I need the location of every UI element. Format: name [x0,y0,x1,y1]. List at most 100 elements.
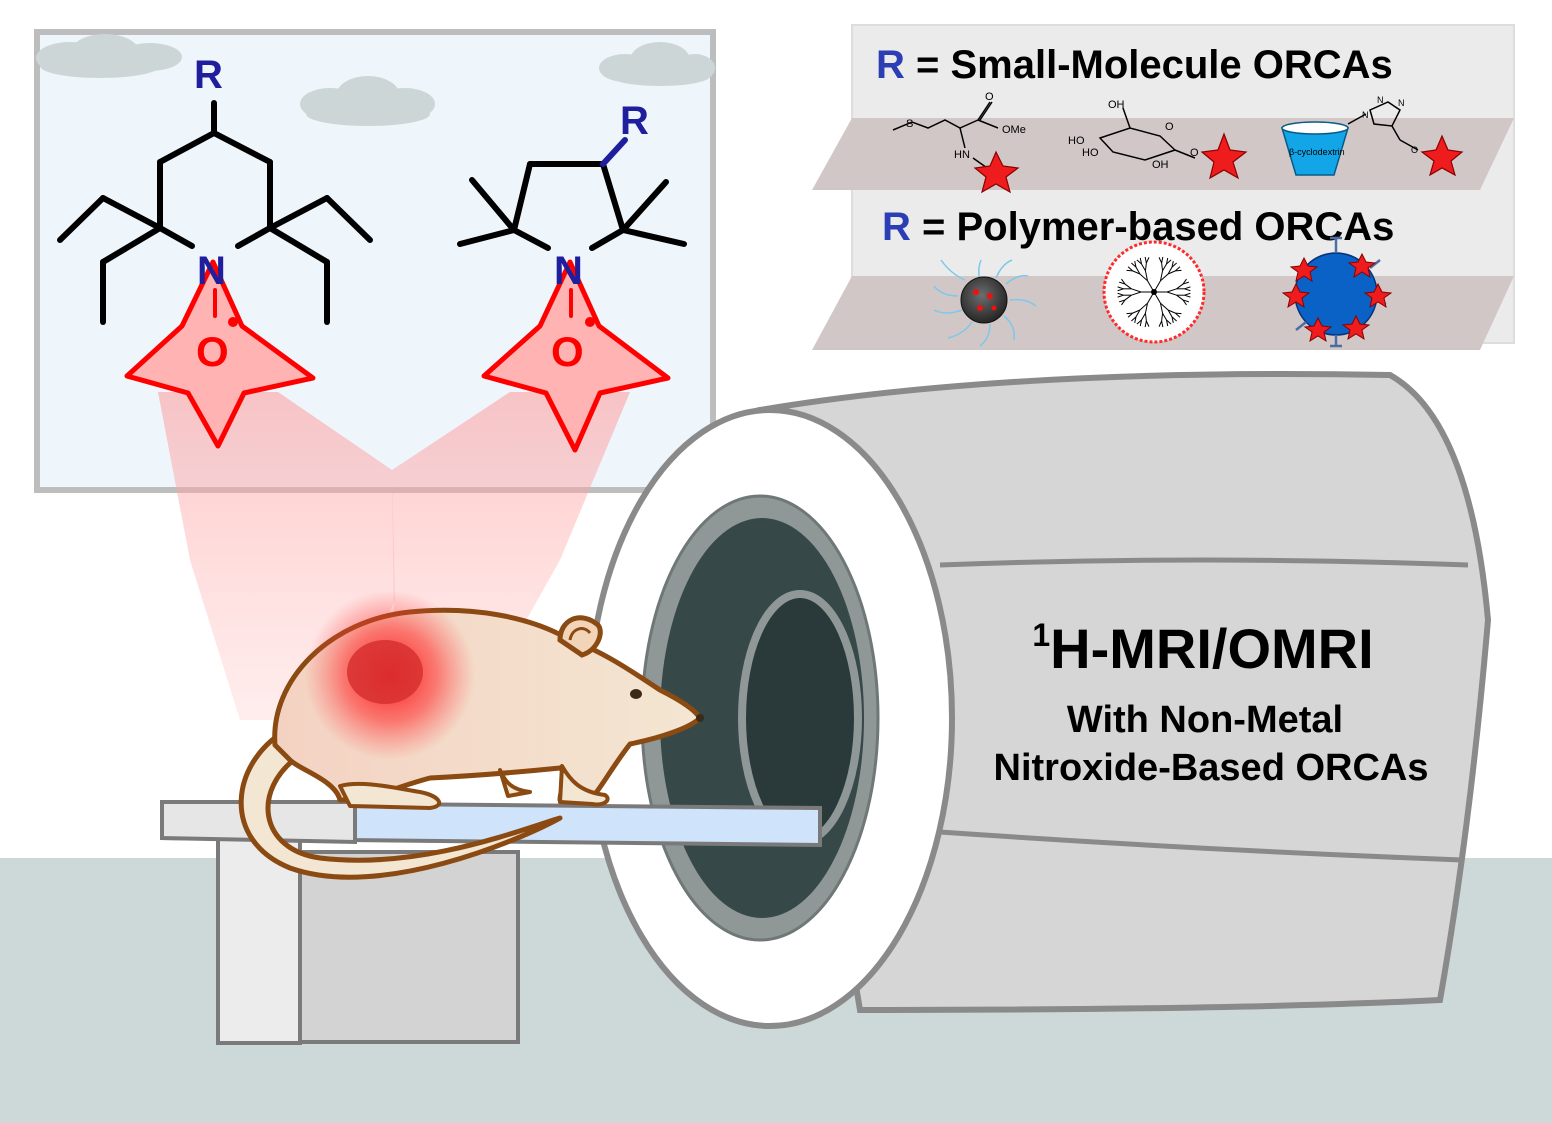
dendrimer-branch [1126,312,1133,315]
piperidine-o-label: O [196,328,229,375]
triazole-n1: N [1362,110,1369,120]
dendrimer-branch [1161,320,1164,328]
dendrimer-branch [1141,263,1146,272]
small-molecule-text: = Small-Molecule ORCAs [905,43,1393,87]
sugar-oh-top: OH [1108,99,1125,111]
sugar-o-link: O [1190,147,1199,159]
radical-dot-left [228,317,238,327]
dendrimer-branch [1160,273,1169,282]
mouse-nose [696,714,704,722]
dendrimer-branch [1145,257,1150,264]
pyrrolidine-nitroxide [457,137,687,453]
dendrimer-branch [1144,320,1147,328]
mouse [238,590,704,880]
dendrimer-branch [1158,320,1163,327]
dendrimer-branch [1167,270,1176,275]
orca-legend-panel: R = Small-Molecule ORCAs S O OMe HN OH H… [812,24,1515,350]
dendrimer-branch [1119,281,1126,285]
methionine-ome: OMe [1002,124,1026,136]
dendrimer-branch [1166,288,1177,293]
scanner-title-sup: 1 [1032,617,1050,653]
dendrimer-branch [1158,257,1163,264]
dendrimer-icon [1102,240,1206,344]
dendrimer-branch [1131,316,1137,322]
scanner-title-main: H-MRI/OMRI [1050,617,1374,680]
dendrimer-branch [1117,294,1124,298]
dendrimer-branch [1171,262,1177,268]
scanner-bore-inner [738,590,862,846]
dendrimer-branch [1121,299,1126,306]
star-small-1 [973,150,1020,194]
mouse-back-paw [498,768,532,798]
triazole-n3: N [1398,98,1405,108]
dendrimer-branch [1144,303,1148,314]
radical-dot-right [585,317,595,327]
dendrimer-branch [1117,288,1124,292]
sugar-oh-bottom: OH [1152,159,1169,171]
dendrimer-branch [1166,319,1172,325]
dendrimer-branch [1176,294,1184,301]
dendrimer-branch [1119,299,1126,303]
mouse-hind-leg [338,781,442,810]
dendrimer-branch [1139,302,1148,311]
dendrimer-branch [1167,266,1173,275]
patient-table [160,799,822,1045]
small-molecule-heading: R = Small-Molecule ORCAs [876,43,1393,87]
dendrimer-branch [1131,288,1142,293]
pyrrolidine-n-label: N [554,249,583,293]
sugar-o-ring: O [1165,121,1174,133]
dendrimer-branch [1166,259,1172,265]
methionine-s: S [906,118,913,130]
dendrimer-branch [1139,257,1142,265]
small-molecule-r: R [876,43,905,87]
dendrimer-branch [1175,269,1182,272]
dendrimer-branch [1121,278,1126,285]
dendrimer-branch [1134,316,1137,323]
dendrimer-branch [1131,291,1142,296]
dendrimer-branch [1171,261,1174,268]
dendrimer-branch [1175,312,1181,318]
dendrimer-branch [1144,313,1147,322]
dendrimer-branch [1171,316,1174,323]
dendrimer-branch [1161,313,1164,322]
piperidine-n-label: N [197,249,226,293]
dendrimer-branch [1175,312,1182,315]
dendrimer-branch [1166,319,1169,327]
dendrimer-branch [1161,256,1164,264]
dendrimer-branch [1139,273,1148,282]
dendrimer-branch [1144,256,1147,264]
dendrimer-branch [1184,292,1191,296]
mouse-eye [630,689,642,699]
dendrimer-branch [1117,292,1124,296]
dendrimer-branch [1135,266,1141,275]
dendrimer-branch [1134,261,1137,268]
dendrimer-branch [1144,270,1148,281]
dendrimer-branch [1171,316,1177,322]
tumor [347,640,423,704]
star-small-2 [1200,132,1248,180]
nanoparticle-icon [933,259,1037,347]
mouse-inner-ear [568,627,592,641]
dendrimer-branch [1166,257,1169,265]
dendrimer-branch [1167,309,1176,314]
dendrimer-branch [1126,269,1133,272]
piperidine-r-label: R [194,53,223,97]
dendrimer-branch [1127,312,1133,318]
dendrimer-branch [1166,291,1177,296]
cyclodextrin-derivative [1280,101,1464,177]
mouse-front-leg [558,764,610,807]
dendrimer-branch [1184,286,1191,290]
star-small-3 [1420,134,1464,177]
dendrimer-branch [1182,278,1187,285]
piperidine-nitroxide [57,100,373,449]
dendrimer-branch [1117,286,1124,290]
pyrrolidine-r-label: R [620,99,649,143]
sugar-derivative [1098,107,1248,180]
polymer-r: R [882,205,911,249]
polymer-heading: R = Polymer-based ORCAs [882,205,1394,249]
dendrimer-branch [1162,263,1167,272]
cyclodextrin-o: O [1411,145,1418,155]
sugar-ho-2: HO [1082,147,1099,159]
dendrimer-branch [1136,259,1142,265]
